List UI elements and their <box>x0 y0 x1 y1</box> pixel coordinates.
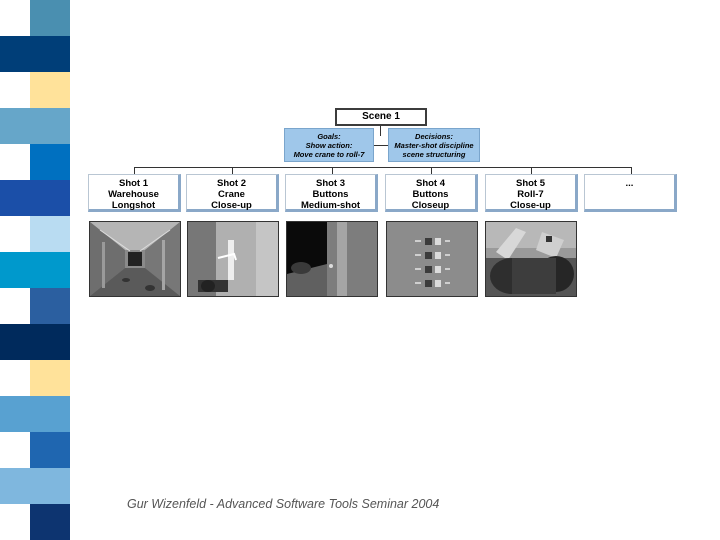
shot-subject: Crane <box>218 189 245 200</box>
shot-node-2: Shot 2 Crane Close-up <box>186 174 279 212</box>
connector-shot-1 <box>134 167 135 174</box>
decisions-line-1: Master-shot discipline <box>394 141 474 150</box>
decisions-title: Decisions: <box>415 132 453 141</box>
stripe-block <box>30 432 70 468</box>
goals-title: Goals: <box>317 132 341 141</box>
stripe-block <box>30 144 70 180</box>
shot-title: Shot 1 <box>118 178 149 189</box>
stripe-block <box>30 288 70 324</box>
shot-node-1: Shot 1 Warehouse Longshot <box>88 174 181 212</box>
goals-line-1: Show action: <box>305 141 353 150</box>
shot-subject: Buttons <box>412 189 449 200</box>
shot-1-thumbnail <box>89 221 181 297</box>
shot-title: ... <box>625 178 634 189</box>
shot-subject: Buttons <box>312 189 349 200</box>
goals-node: Goals: Show action: Move crane to roll-7 <box>284 128 374 162</box>
shot-type: Closeup <box>411 200 450 211</box>
shot-5-thumbnail <box>485 221 577 297</box>
stripe-block <box>0 324 70 360</box>
scene-label: Scene 1 <box>362 111 400 122</box>
connector-shots-horizontal <box>134 167 632 168</box>
shot-title: Shot 3 <box>315 178 346 189</box>
stripe-block <box>30 360 70 396</box>
shot-2-thumbnail <box>187 221 279 297</box>
stripe-block <box>0 468 70 504</box>
footer-credit: Gur Wizenfeld - Advanced Software Tools … <box>127 497 440 511</box>
shot-type: Close-up <box>211 200 252 211</box>
shot-type: Longshot <box>111 200 156 211</box>
connector-shot-4 <box>431 167 432 174</box>
shot-node-4: Shot 4 Buttons Closeup <box>385 174 478 212</box>
stripe-block <box>0 108 70 144</box>
stripe-block <box>0 180 70 216</box>
decisions-node: Decisions: Master-shot discipline scene … <box>388 128 480 162</box>
stripe-block <box>0 36 70 72</box>
connector-shot-3 <box>332 167 333 174</box>
goals-line-2: Move crane to roll-7 <box>293 150 365 159</box>
stripe-block <box>0 252 70 288</box>
shot-subject: Warehouse <box>108 189 159 200</box>
shot-3-thumbnail <box>286 221 378 297</box>
shot-node-5: Shot 5 Roll-7 Close-up <box>485 174 578 212</box>
shot-type: Medium-shot <box>300 200 361 211</box>
connector-scene-vertical <box>380 126 381 136</box>
shot-subject: Roll-7 <box>517 189 544 200</box>
stripe-block <box>30 0 70 36</box>
connector-shot-6 <box>631 167 632 174</box>
shot-type: Close-up <box>510 200 551 211</box>
shot-4-thumbnail <box>386 221 478 297</box>
shot-title: Shot 2 <box>216 178 247 189</box>
stripe-block <box>30 504 70 540</box>
shot-title: Shot 5 <box>515 178 546 189</box>
stripe-block <box>30 216 70 252</box>
decisions-line-2: scene structuring <box>402 150 466 159</box>
connector-shot-2 <box>232 167 233 174</box>
shot-node-6: ... <box>584 174 677 212</box>
shot-node-3: Shot 3 Buttons Medium-shot <box>285 174 378 212</box>
stripe-block <box>0 396 70 432</box>
shot-title: Shot 4 <box>415 178 446 189</box>
stripe-block <box>30 72 70 108</box>
connector-shot-5 <box>531 167 532 174</box>
scene-node: Scene 1 <box>335 108 427 126</box>
